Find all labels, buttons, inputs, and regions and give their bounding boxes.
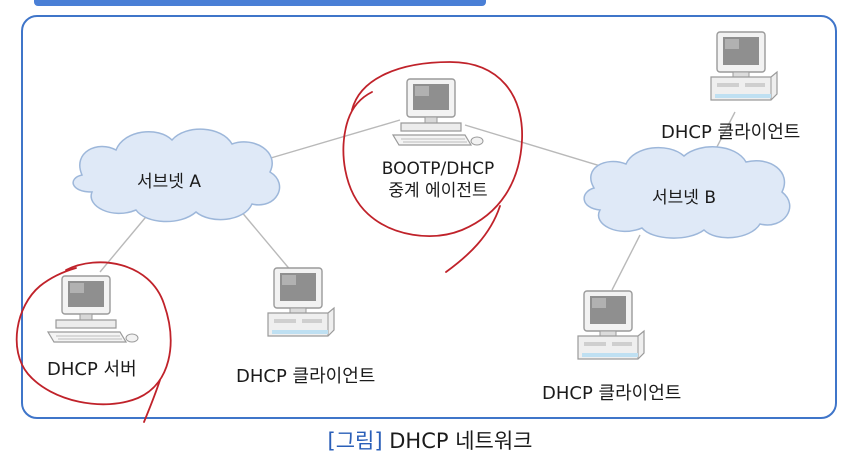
server-circle-annotation — [15, 261, 172, 406]
caption-tag: [그림] — [327, 429, 383, 453]
link-subnet-a-client — [239, 209, 293, 273]
relay-agent-label-line2: 중계 에이전트 — [388, 181, 488, 201]
client-computer-icon — [710, 31, 778, 101]
top-accent-bar — [34, 0, 486, 6]
subnet-b-label: 서브넷 B — [652, 188, 716, 208]
client-computer-icon — [577, 290, 645, 360]
client-computer-icon — [267, 267, 335, 337]
client-label-bottom-middle: DHCP 클라이언트 — [236, 366, 376, 387]
client-label-top-right: DHCP 클라이언트 — [661, 122, 801, 143]
link-subnet-b-client-bottom — [611, 234, 641, 291]
subnet-a-label: 서브넷 A — [137, 172, 201, 192]
relay-agent-label-line1: BOOTP/DHCP — [381, 159, 495, 179]
subnet-a-cloud — [72, 128, 281, 223]
server-tail-annotation — [143, 379, 161, 423]
relay-agent-label: BOOTP/DHCP 중계 에이전트 — [358, 158, 518, 202]
relay-agent-tail-annotation — [445, 205, 501, 273]
client-label-bottom-right: DHCP 클라이언트 — [542, 383, 682, 404]
relay-agent-computer-icon — [392, 78, 484, 146]
diagram-frame — [21, 15, 837, 419]
server-computer-icon — [47, 275, 139, 343]
relay-agent-circle-annotation — [342, 61, 523, 237]
figure-caption: [그림] DHCP 네트워크 — [0, 427, 860, 455]
caption-text: DHCP 네트워크 — [389, 429, 533, 453]
subnet-b-cloud — [583, 146, 791, 239]
server-label: DHCP 서버 — [47, 359, 137, 380]
